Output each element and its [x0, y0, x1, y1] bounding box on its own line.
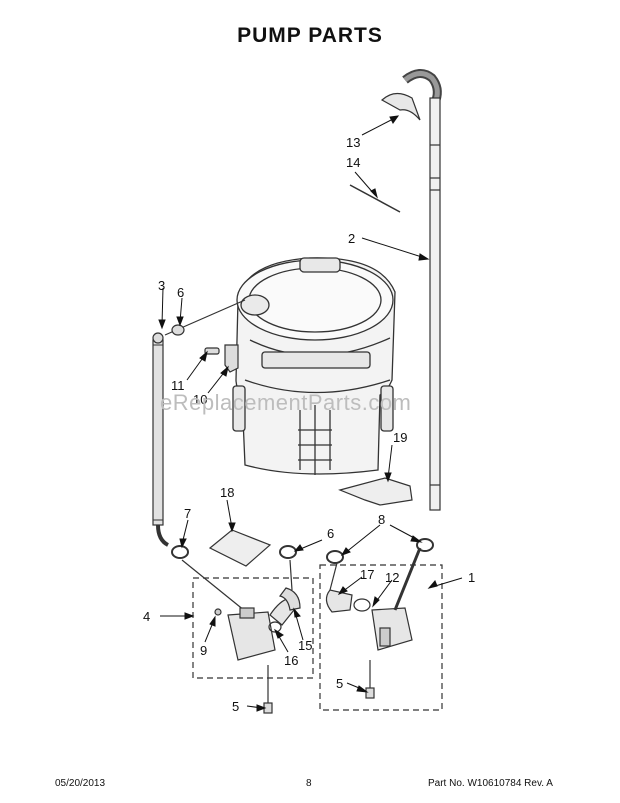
callout-7: 7 [184, 506, 191, 521]
pad-19 [338, 477, 413, 506]
callout-3: 3 [158, 278, 165, 293]
callout-5-right: 5 [336, 676, 343, 691]
leader-lines [158, 115, 463, 712]
hose-clamps [171, 538, 434, 564]
screws-5 [263, 660, 375, 714]
callout-8: 8 [378, 512, 385, 527]
callout-6-upper: 6 [177, 285, 184, 300]
callout-1: 1 [468, 570, 475, 585]
callout-19: 19 [393, 430, 407, 445]
callout-9: 9 [200, 643, 207, 658]
screw-bracket [204, 344, 239, 373]
pump-assembly-right [319, 547, 443, 711]
callout-11: 11 [171, 378, 185, 393]
watermark: eReplacementParts.com [160, 390, 412, 415]
callout-12: 12 [385, 570, 399, 585]
pump-assembly-left [181, 559, 314, 679]
callout-13: 13 [346, 135, 360, 150]
footer-date: 05/20/2013 [55, 778, 106, 789]
fill-hose-left [152, 299, 246, 547]
callout-2: 2 [348, 231, 355, 246]
callout-5-left: 5 [232, 699, 239, 714]
callout-15: 15 [298, 638, 312, 653]
callout-6-lower: 6 [327, 526, 334, 541]
callout-17: 17 [360, 567, 374, 582]
hose-tie [349, 184, 401, 213]
callout-4: 4 [143, 609, 150, 624]
drain-hose [380, 69, 442, 511]
callout-10: 10 [193, 392, 207, 407]
callout-numbers: 1 2 3 4 5 5 6 6 7 8 9 10 11 12 13 14 15 … [143, 135, 475, 714]
footer-part-number: Part No. W10610784 Rev. A [428, 778, 553, 789]
tub-assembly [232, 257, 396, 475]
footer-page-number: 8 [306, 778, 312, 789]
callout-14: 14 [346, 155, 360, 170]
callout-18: 18 [220, 485, 234, 500]
page-title: PUMP PARTS [237, 24, 383, 47]
pad-18 [208, 529, 272, 567]
callout-16: 16 [284, 653, 298, 668]
upper-clamp [171, 324, 185, 336]
